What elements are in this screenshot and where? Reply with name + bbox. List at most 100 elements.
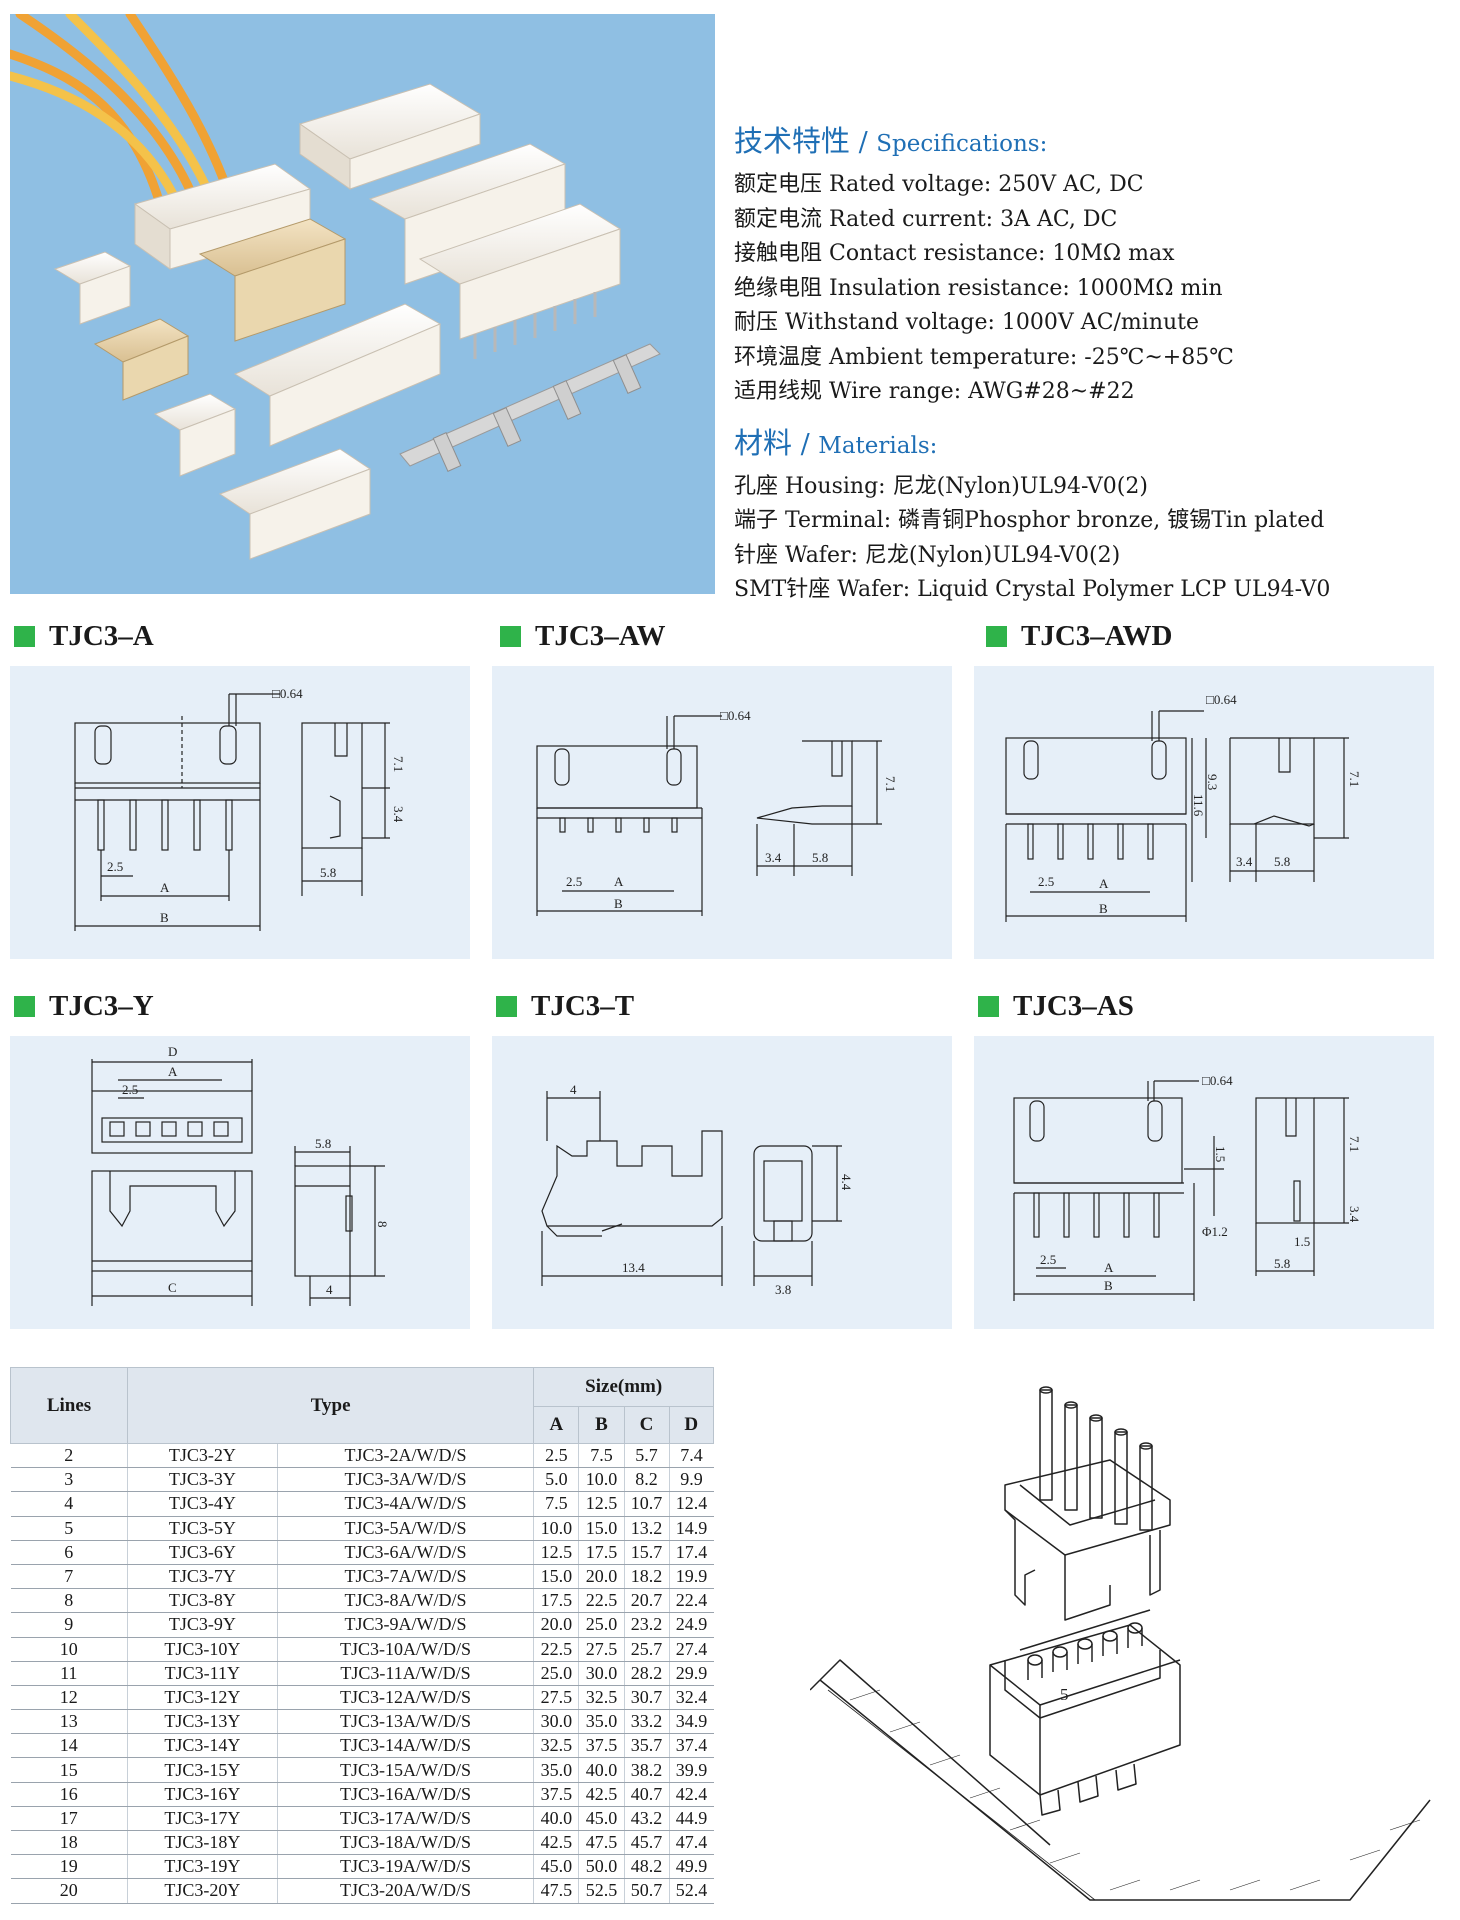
cell-a: 5.0 [533,1467,579,1493]
cell-d: 44.9 [668,1806,714,1832]
cell-c: 23.2 [623,1612,670,1638]
cell-c: 10.7 [623,1491,670,1517]
cell-b: 40.0 [578,1757,624,1783]
cell-a: 40.0 [533,1806,579,1832]
connector-photo-illustration [10,14,661,560]
dim-height: 7.1 [1347,771,1362,787]
cell-type-awds: TJC3-15A/W/D/S [276,1757,534,1783]
header-size: Size(mm) [533,1367,714,1407]
cell-type-awds: TJC3-12A/W/D/S [276,1685,534,1711]
cell-d: 19.9 [668,1564,714,1590]
dim-pin-length: 3.4 [1347,1206,1362,1223]
cell-b: 35.0 [578,1709,624,1735]
cell-b: 17.5 [578,1540,624,1565]
drawing-panel-tjc3-y: D A 2.5 C 5.8 8 4 [10,1036,470,1329]
cell-c: 43.2 [623,1806,670,1832]
cell-lines: 20 [10,1878,128,1904]
material-housing: 孔座 Housing: 尼龙(Nylon)UL94-V0(2) [734,473,1148,499]
cell-c: 30.7 [623,1685,670,1711]
cell-type-awds: TJC3-6A/W/D/S [276,1540,534,1565]
cell-c: 45.7 [623,1830,670,1856]
dim-pin-size: □0.64 [720,708,751,723]
materials-heading-cn: 材料 [734,425,793,460]
cell-type-y: TJC3-16Y [127,1782,278,1807]
product-photo [10,14,715,594]
drawing-panel-tjc3-as: □0.64 2.5 A B Φ1.2 1.5 1.5 5.8 7.1 3.4 [974,1036,1434,1329]
cell-type-awds: TJC3-11A/W/D/S [276,1661,534,1686]
cell-a: 47.5 [533,1878,579,1904]
dim-width: 5.8 [812,850,828,865]
cell-type-awds: TJC3-13A/W/D/S [276,1709,534,1735]
cell-type-awds: TJC3-17A/W/D/S [276,1806,534,1832]
dim-crimp-length: 4 [570,1082,577,1097]
material-terminal: 端子 Terminal: 磷青铜Phosphor bronze, 镀锡Tin p… [734,508,1325,533]
dim-peg-offset: 1.5 [1294,1234,1310,1249]
dim-offset: 3.4 [765,850,782,865]
cell-type-awds: TJC3-4A/W/D/S [276,1491,534,1517]
spec-insulation-resistance: 绝缘电阻 Insulation resistance: 1000MΩ min [734,275,1223,301]
dim-width: 5.8 [320,865,336,880]
cell-type-y: TJC3-2Y [127,1443,278,1469]
header-d: D [668,1406,715,1444]
specifications-block: 技术特性 / Specifications: 额定电压 Rated voltag… [734,118,1434,608]
cell-d: 24.9 [668,1612,714,1638]
spec-heading-cn: 技术特性 [734,124,851,158]
dim-b: B [1099,901,1108,916]
dim-height: 4.4 [839,1174,854,1191]
cell-d: 29.9 [668,1661,714,1686]
drawing-panel-tjc3-a: □0.64 2.5 A B 5.8 7.1 3.4 [10,666,470,959]
cell-d: 37.4 [668,1733,714,1759]
cell-d: 47.4 [668,1830,714,1856]
cell-c: 13.2 [623,1516,670,1541]
cell-d: 39.9 [668,1757,714,1783]
cell-type-awds: TJC3-3A/W/D/S [276,1467,534,1493]
spec-wire-range: 适用线规 Wire range: AWG#28~#22 [734,379,1135,404]
cell-a: 45.0 [533,1854,579,1880]
cell-type-awds: TJC3-9A/W/D/S [276,1612,534,1638]
cell-a: 30.0 [533,1709,579,1735]
cell-d: 12.4 [668,1491,714,1517]
spec-heading-en: Specifications: [876,131,1048,157]
cell-type-y: TJC3-14Y [127,1733,278,1759]
cell-type-awds: TJC3-5A/W/D/S [276,1516,534,1541]
dim-b: B [614,896,623,911]
dim-height: 8 [375,1221,390,1228]
cell-type-y: TJC3-20Y [127,1878,278,1904]
cell-d: 32.4 [668,1685,714,1711]
drawing-panel-tjc3-t: 4 13.4 3.8 4.4 [492,1036,952,1329]
cell-a: 42.5 [533,1830,579,1856]
spec-withstand-voltage: 耐压 Withstand voltage: 1000V AC/minute [734,310,1200,335]
cell-type-y: TJC3-17Y [127,1806,278,1832]
cell-a: 2.5 [533,1443,579,1469]
spec-rated-current: 额定电流 Rated current: 3A AC, DC [734,206,1118,232]
spec-heading-sep: / [850,127,877,158]
dim-c: C [168,1280,177,1295]
cell-lines: 9 [10,1612,128,1638]
green-square-icon [500,626,521,647]
header-c: C [623,1406,670,1444]
dim-pin-length: 3.4 [391,806,406,823]
cell-type-y: TJC3-3Y [127,1467,278,1493]
green-square-icon [978,996,999,1017]
dim-height: 7.1 [391,756,406,772]
cell-b: 20.0 [578,1564,624,1590]
dim-pin-offset: 1.5 [1213,1146,1228,1162]
cell-a: 32.5 [533,1733,579,1759]
cell-d: 14.9 [668,1516,714,1541]
cell-c: 38.2 [623,1757,670,1783]
cell-type-awds: TJC3-2A/W/D/S [276,1443,534,1469]
spec-contact-resistance: 接触电阻 Contact resistance: 10MΩ max [734,241,1175,266]
cell-c: 33.2 [623,1709,670,1735]
cell-d: 49.9 [668,1854,714,1880]
